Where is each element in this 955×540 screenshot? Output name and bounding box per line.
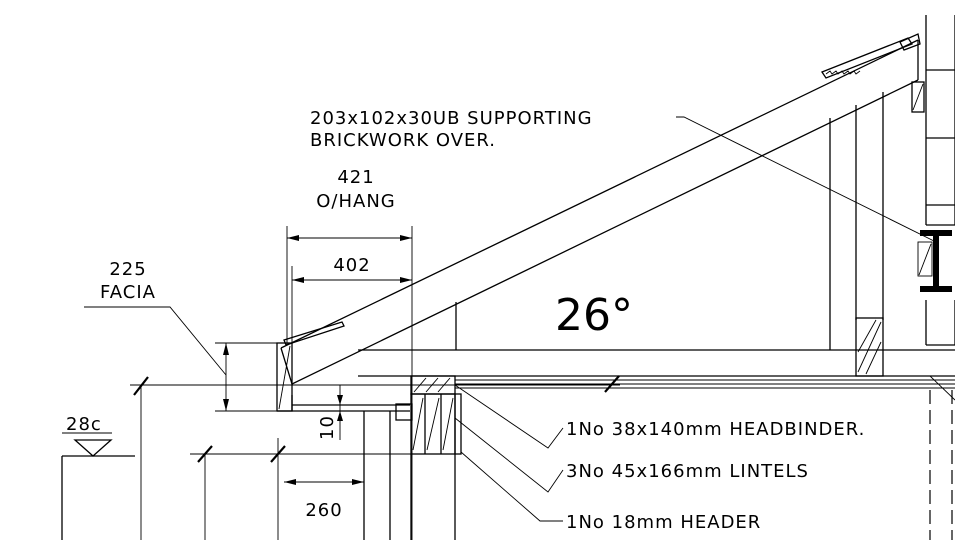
- header-note: 1No 18mm HEADER: [566, 512, 761, 533]
- dim-10-label: 10: [317, 415, 338, 440]
- facia-value: 225: [109, 259, 146, 280]
- level-mark-label: 28c: [66, 414, 102, 435]
- dimension-10: [337, 385, 343, 440]
- roof-capping-ridge: [821, 33, 921, 79]
- overhang-label: O/HANG: [316, 191, 396, 212]
- ub-note-line1: 203x102x30UB SUPPORTING: [310, 108, 593, 129]
- ceiling-lining: [455, 379, 955, 389]
- dim-260-label: 260: [305, 500, 342, 521]
- roof-pitch-angle: 26°: [555, 290, 633, 341]
- steel-ub-section: [917, 230, 952, 292]
- headbinder-note: 1No 38x140mm HEADBINDER.: [566, 419, 865, 440]
- ceiling-joist: [358, 349, 955, 377]
- level-line: [130, 375, 620, 540]
- header-board: [454, 393, 462, 455]
- dimension-facia-225: [84, 306, 277, 412]
- facia-label: FACIA: [100, 282, 156, 303]
- overhang-value: 421: [337, 167, 374, 188]
- leader-headbinder: [454, 384, 564, 449]
- lintels: [410, 393, 456, 455]
- dim-402-label: 402: [333, 255, 370, 276]
- soffit: [277, 395, 410, 412]
- lower-dimension-line: [190, 438, 412, 540]
- frame-stud-left: [410, 454, 456, 540]
- brick-wall-right: [925, 15, 955, 346]
- lintels-note: 3No 45x166mm LINTELS: [566, 461, 809, 482]
- leader-ub: [676, 116, 937, 243]
- dimension-260: [284, 479, 364, 485]
- level-marker-28c: [61, 432, 135, 540]
- ridge-block: [911, 81, 925, 113]
- leader-header: [460, 451, 563, 522]
- leader-lintels: [454, 417, 564, 493]
- dimension-402: [291, 266, 412, 345]
- ub-note-line2: BRICKWORK OVER.: [310, 130, 496, 151]
- dimension-overhang-421: [286, 226, 413, 540]
- wall-right-lower-dashes: [929, 375, 955, 540]
- eave-trim: [363, 403, 413, 540]
- timber-post-block: [855, 317, 884, 377]
- roof-struts: [455, 92, 884, 350]
